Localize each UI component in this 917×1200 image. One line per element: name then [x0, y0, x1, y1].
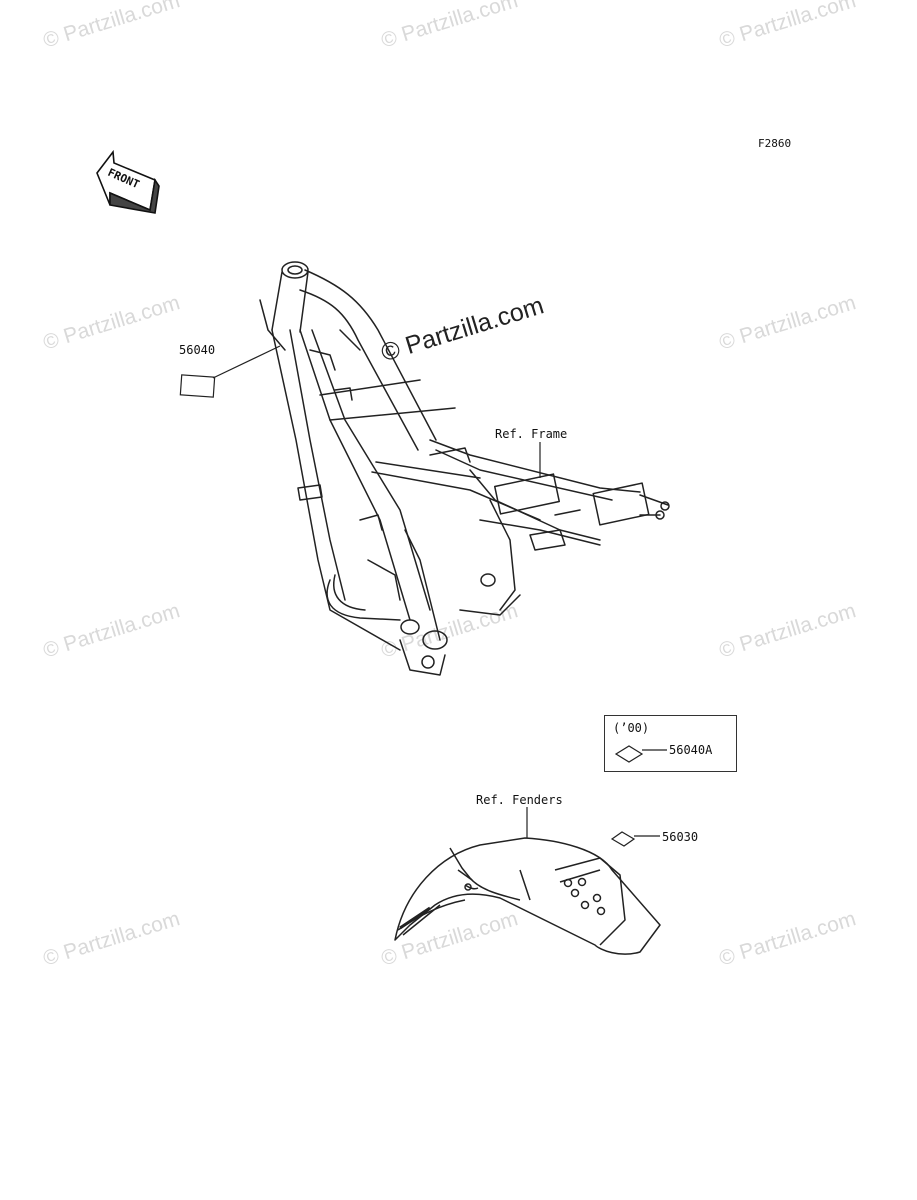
part-number-56040A: 56040A	[669, 743, 713, 757]
figure-code: F2860	[758, 137, 792, 150]
ref-frame-label: Ref. Frame	[495, 427, 568, 441]
part-number-56040: 56040	[179, 343, 216, 357]
frame-drawing	[259, 261, 670, 676]
year-note: (’00)	[613, 721, 650, 735]
label-decal-56030	[610, 831, 636, 847]
leader-56040	[212, 345, 281, 379]
front-arrow-icon	[96, 149, 160, 214]
year-note-box	[604, 715, 737, 772]
rear-fender-drawing	[394, 837, 661, 955]
ref-fenders-label: Ref. Fenders	[476, 793, 563, 807]
label-decal-56040	[179, 374, 216, 398]
part-number-56030: 56030	[662, 830, 699, 844]
label-decal-56040A	[614, 745, 644, 763]
